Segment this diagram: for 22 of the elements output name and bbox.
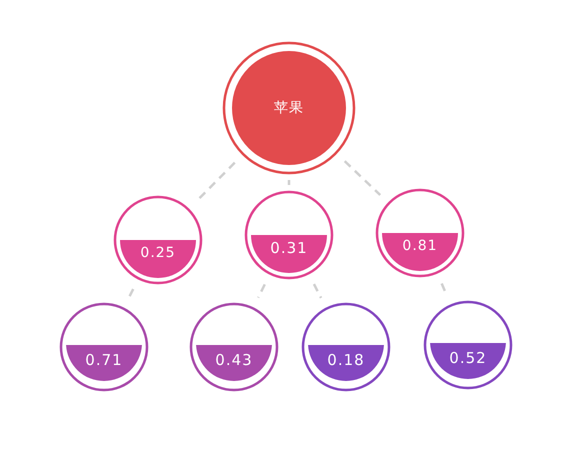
liquid-fill-circle bbox=[244, 190, 334, 280]
liquid-fill-circle bbox=[189, 302, 279, 392]
dashed-connector bbox=[344, 160, 382, 196]
value-label: 0.52 bbox=[448, 349, 488, 367]
value-label: 0.18 bbox=[326, 351, 366, 369]
dashed-connector bbox=[196, 162, 236, 202]
dashed-connector bbox=[312, 283, 322, 299]
liquid-fill-circle bbox=[375, 188, 465, 278]
root-circle bbox=[222, 41, 356, 175]
value-label: 0.43 bbox=[214, 351, 254, 369]
node-label: 苹果 bbox=[273, 98, 305, 117]
value-label: 0.31 bbox=[269, 239, 309, 257]
dashed-connector bbox=[128, 288, 134, 298]
value-label: 0.81 bbox=[401, 238, 439, 254]
liquid-fill-circle bbox=[423, 300, 513, 390]
dashed-connector bbox=[288, 180, 290, 185]
liquid-fill-circle bbox=[59, 302, 149, 392]
value-label: 0.25 bbox=[139, 244, 177, 261]
dashed-connector bbox=[257, 284, 266, 298]
liquid-fill-circle bbox=[113, 195, 203, 285]
value-label: 0.71 bbox=[84, 351, 124, 369]
liquid-fill-circle bbox=[301, 302, 391, 392]
